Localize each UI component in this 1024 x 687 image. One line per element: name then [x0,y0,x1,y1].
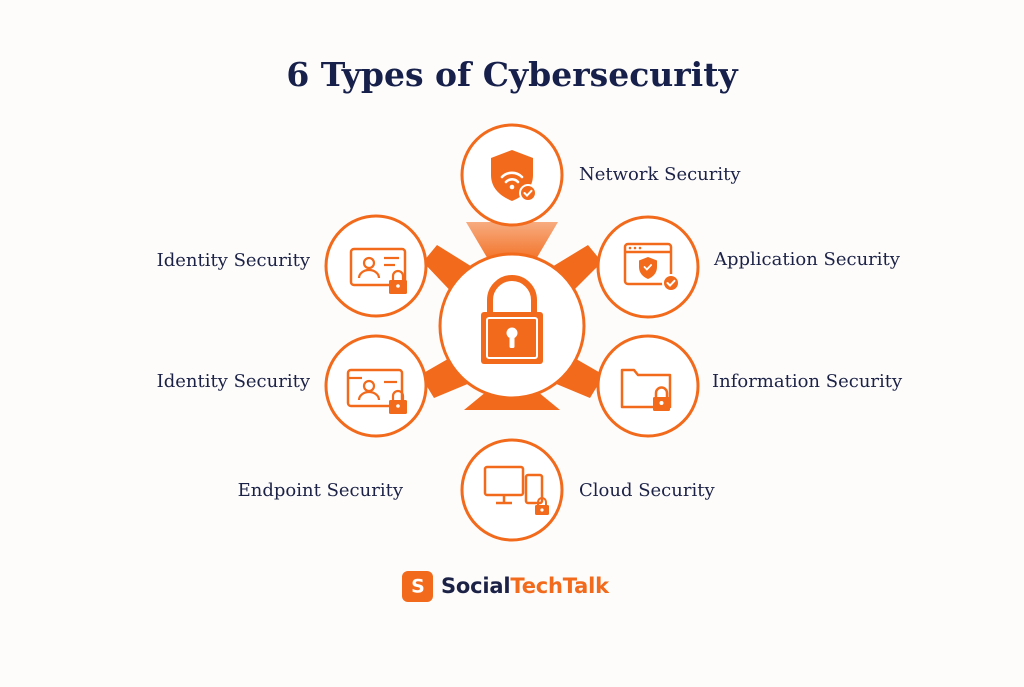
center-hub [438,252,586,400]
label-information-security: Information Security [712,371,903,392]
node-identity-security-lower [324,334,428,438]
label-cloud-security: Cloud Security [579,480,715,501]
label-identity-security-upper: Identity Security [156,250,310,271]
brand-s-icon: S [402,570,433,602]
shield-wifi-icon [491,150,537,202]
devices-lock-icon [483,465,549,515]
label-identity-security-lower: Identity Security [156,371,310,392]
browser-shield-icon [623,242,680,292]
id-card-lock-icon [349,247,407,294]
padlock-icon [481,275,543,364]
brand-name-part1: Social [441,574,511,598]
node-application-security [596,215,700,319]
folder-lock-icon [620,368,672,411]
brand-name: SocialTechTalk [441,574,609,598]
brand-name-part2: TechTalk [510,574,609,598]
node-information-security [596,334,700,438]
label-endpoint-security: Endpoint Security [237,480,403,501]
brand-logo-letter: S [411,576,425,598]
page-title: 6 Types of Cybersecurity [286,55,738,94]
node-network-security [460,123,564,227]
label-application-security: Application Security [714,249,900,270]
id-card-lock-icon [346,368,407,414]
node-cloud-security [460,438,564,542]
brand-logo: S SocialTechTalk [402,570,609,602]
label-network-security: Network Security [579,164,741,185]
connector-network [466,222,558,266]
node-identity-security-upper [324,214,428,318]
